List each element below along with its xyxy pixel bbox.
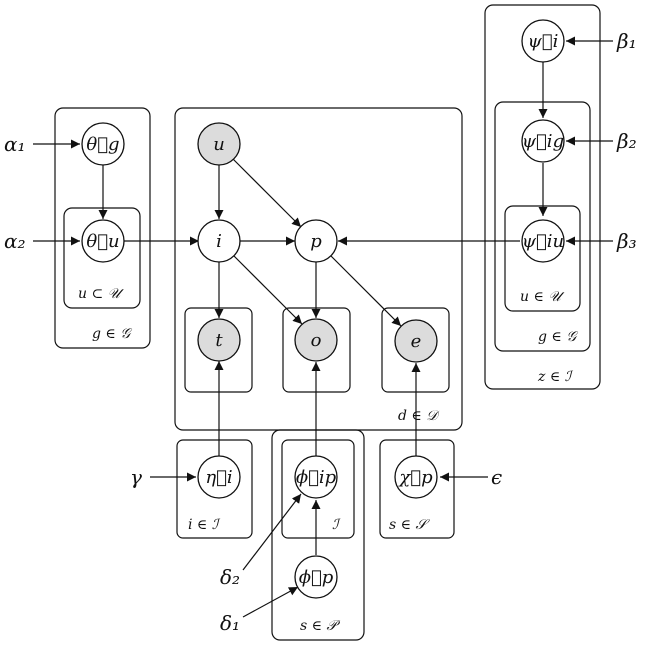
plate-u-subset bbox=[63, 207, 141, 309]
svg-text:t: t bbox=[215, 330, 223, 351]
hyper-alpha1: α₁ bbox=[4, 132, 26, 156]
svg-text:θ⃗u: θ⃗u bbox=[86, 231, 119, 252]
plate-phi-inner bbox=[281, 439, 355, 539]
plate-label-u-item: u ∈ 𝒰 bbox=[520, 289, 565, 305]
svg-text:χ⃗p: χ⃗p bbox=[397, 467, 433, 488]
svg-text:o: o bbox=[311, 330, 322, 351]
svg-text:u: u bbox=[213, 134, 225, 155]
hyper-epsilon: ϵ bbox=[491, 465, 502, 489]
node-chi-p: χ⃗p bbox=[394, 455, 438, 499]
plate-p bbox=[271, 429, 365, 641]
svg-text:ψ⃗i: ψ⃗i bbox=[528, 31, 559, 52]
edge-i-o bbox=[232, 254, 303, 325]
edge-delta1-phi-p bbox=[242, 586, 299, 618]
svg-text:p: p bbox=[310, 231, 322, 252]
node-theta-u: θ⃗u bbox=[81, 219, 125, 263]
plate-label-d: d ∈ 𝒟 bbox=[398, 408, 440, 424]
plate-i bbox=[176, 439, 253, 539]
hyper-alpha2: α₂ bbox=[4, 229, 26, 253]
plate-label-z: z ∈ ℐ bbox=[537, 369, 574, 385]
plate-label-u-subset: u ⊂ 𝒰 bbox=[78, 286, 125, 302]
edge-p-e bbox=[329, 254, 402, 327]
plate-s bbox=[379, 439, 455, 539]
node-psi-i: ψ⃗i bbox=[521, 19, 565, 63]
node-theta-g: θ⃗g bbox=[81, 122, 125, 166]
node-p: p bbox=[294, 219, 338, 263]
plate-g-user bbox=[54, 107, 151, 349]
node-eta-i: η⃗i bbox=[197, 455, 241, 499]
node-u: u bbox=[197, 122, 241, 166]
svg-text:θ⃗g: θ⃗g bbox=[86, 134, 119, 155]
plate-label-p: s ∈ 𝒫 bbox=[300, 618, 340, 634]
hyper-beta2: β₂ bbox=[616, 129, 637, 153]
node-psi-ig: ψ⃗ig bbox=[521, 119, 565, 163]
svg-text:ψ⃗iu: ψ⃗iu bbox=[522, 231, 564, 252]
hyper-delta2: δ₂ bbox=[220, 565, 240, 589]
svg-text:ϕ⃗ip: ϕ⃗ip bbox=[296, 467, 337, 488]
plate-z bbox=[484, 4, 601, 390]
node-phi-ip: ϕ⃗ip bbox=[294, 455, 338, 499]
plate-label-phi-inner: ℐ bbox=[332, 517, 341, 533]
plate-label-s: s ∈ 𝒮 bbox=[389, 517, 430, 533]
hyper-beta3: β₃ bbox=[616, 229, 637, 253]
node-psi-iu: ψ⃗iu bbox=[521, 219, 565, 263]
node-i: i bbox=[197, 219, 241, 263]
node-e: e bbox=[394, 319, 438, 363]
edge-u-p bbox=[232, 158, 302, 228]
hyper-delta1: δ₁ bbox=[220, 611, 240, 635]
plate-label-g-user: g ∈ 𝒢 bbox=[92, 326, 132, 342]
hyper-beta1: β₁ bbox=[616, 29, 637, 53]
hyper-gamma: γ bbox=[130, 465, 142, 489]
svg-text:e: e bbox=[411, 331, 422, 352]
node-o: o bbox=[294, 318, 338, 362]
node-t: t bbox=[197, 318, 241, 362]
svg-text:η⃗i: η⃗i bbox=[205, 467, 232, 488]
svg-text:ψ⃗ig: ψ⃗ig bbox=[522, 131, 564, 152]
node-phi-p: ϕ⃗p bbox=[294, 555, 338, 599]
svg-text:i: i bbox=[216, 231, 222, 252]
plate-label-g-item: g ∈ 𝒢 bbox=[538, 329, 578, 345]
svg-text:ϕ⃗p: ϕ⃗p bbox=[299, 567, 334, 588]
plate-label-i: i ∈ ℐ bbox=[188, 517, 221, 533]
edge-delta2-phi-ip bbox=[242, 493, 302, 571]
